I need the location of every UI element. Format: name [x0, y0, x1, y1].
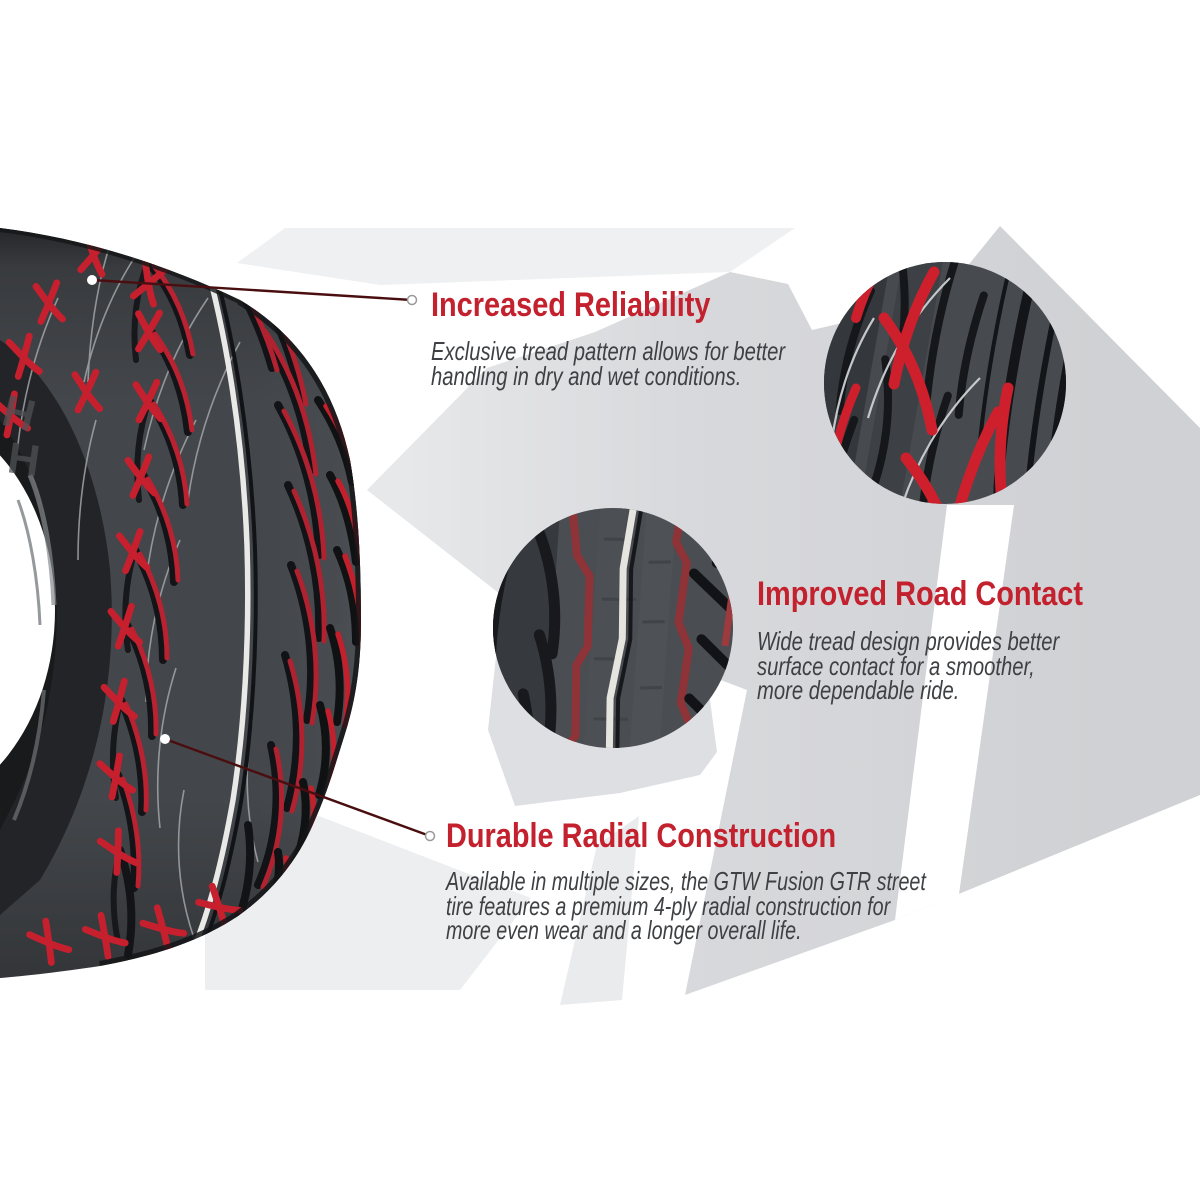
svg-text:H: H	[5, 433, 43, 486]
